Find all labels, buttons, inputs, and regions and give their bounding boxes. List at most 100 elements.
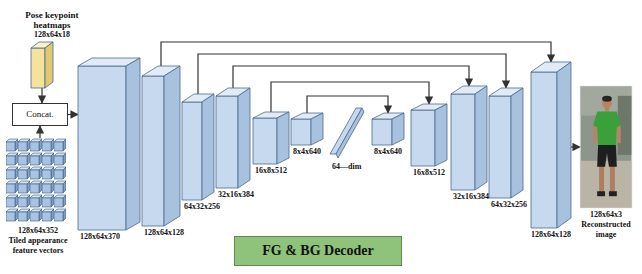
layer-block: 32x16x384: [451, 86, 487, 190]
dimension-label: 64x32x256: [491, 200, 527, 210]
label-group: 64x32x256: [491, 200, 527, 210]
block-side-face: [277, 112, 289, 164]
dimension-label: 8x4x640: [293, 147, 321, 157]
block-front-face: [182, 102, 202, 200]
concat-box: Concat.: [12, 103, 68, 126]
label-group: 32x16x384: [453, 192, 489, 202]
layer-block: 128x64x128: [142, 66, 180, 226]
layer-block-outline: [372, 113, 404, 145]
feature-grid-outline: [6, 138, 70, 224]
block-front-face: [291, 119, 311, 145]
output-image: 128x64x3Reconstructed image: [580, 86, 632, 208]
block-side-face: [238, 88, 250, 188]
layer-block: 32x16x384: [216, 88, 250, 188]
bar-front-face: [330, 108, 362, 154]
block-front-face: [142, 76, 164, 226]
decoder-title-box: FG & BG Decoder: [234, 236, 402, 266]
layer-block-outline: [451, 86, 487, 190]
label-group: 16x8x512: [413, 168, 445, 178]
dimension-label: 128x64x128: [531, 230, 571, 240]
block-front-face: [411, 110, 435, 166]
layer-block-outline: [253, 112, 289, 164]
block-front-face: [489, 96, 511, 198]
dimension-label: 64x32x256: [184, 202, 220, 212]
block-side-face: [311, 113, 323, 145]
layer-block: 128x64x128: [531, 62, 571, 228]
label-group: 64x32x256: [184, 202, 220, 212]
box-label: FG & BG Decoder: [262, 243, 374, 259]
layer-block-outline: [142, 66, 180, 226]
block-side-face: [435, 104, 447, 166]
block-side-face: [45, 42, 53, 88]
block-side-face: [557, 62, 571, 228]
dimension-label: 128x64x3: [574, 210, 638, 220]
label-group: 16x8x512: [255, 166, 287, 176]
layer-block: 16x8x512: [253, 112, 289, 164]
layer-block-outline: [182, 94, 214, 200]
flow-arrow: [41, 88, 42, 103]
block-side-face: [126, 58, 140, 230]
feature-cube-grid: [6, 138, 66, 222]
flow-arrow: [39, 126, 40, 138]
dimension-label: 16x8x512: [413, 168, 445, 178]
feature-grid: 128x64x352Tiled appearance feature vecto…: [6, 138, 70, 224]
photo-frame: [580, 86, 632, 208]
block-front-face: [253, 118, 277, 164]
label-group: 128x64x370: [80, 232, 120, 242]
layer-block: 8x4x640: [291, 113, 323, 145]
label-group: 8x4x640: [293, 147, 321, 157]
dimension-label: 128x64x352: [2, 226, 74, 236]
label-group: 64—dim: [332, 162, 361, 172]
bar-side-face: [336, 108, 364, 158]
heatmap-block-outline: [31, 42, 53, 88]
dimension-label: 64—dim: [332, 162, 361, 172]
layer-block-outline: [531, 62, 571, 228]
layer-block: 64x32x256: [489, 88, 523, 198]
layer-block: 16x8x512: [411, 104, 447, 166]
label-group: 128x64x352Tiled appearance feature vecto…: [2, 226, 74, 256]
heading-label: Pose keypoint heatmaps: [7, 10, 97, 30]
block-front-face: [531, 72, 557, 228]
block-side-face: [511, 88, 523, 198]
label-group: 128x64x3Reconstructed image: [574, 210, 638, 240]
layer-block: 8x4x640: [372, 113, 404, 145]
block-front-face: [216, 96, 238, 188]
block-side-face: [164, 66, 180, 226]
skip-connection: [233, 66, 469, 88]
block-front-face: [31, 48, 45, 88]
reconstructed-photo: [580, 86, 631, 208]
label-group: 32x16x384: [218, 190, 254, 200]
skip-connection: [271, 82, 429, 112]
dimension-label: 32x16x384: [453, 192, 489, 202]
flow-arrow: [571, 146, 580, 147]
layer-block-outline: [489, 88, 523, 198]
block-side-face: [392, 113, 404, 145]
dimension-label: 32x16x384: [218, 190, 254, 200]
block-side-face: [475, 86, 487, 190]
layer-block: 64x32x256: [182, 94, 214, 200]
block-side-face: [202, 94, 214, 200]
block-front-face: [451, 94, 475, 190]
dimension-label: 128x64x128: [144, 228, 184, 238]
dimension-label: 128x64x18: [7, 30, 97, 40]
dimension-label: 8x4x640: [374, 147, 402, 157]
box-label: Concat.: [26, 109, 54, 120]
skip-connection: [307, 96, 388, 113]
heatmap-block: Pose keypoint heatmaps128x64x18: [31, 42, 53, 88]
output-image-outline: [580, 86, 632, 208]
layer-block: 128x64x370: [78, 58, 140, 230]
dimension-label: Tiled appearance feature vectors: [2, 236, 74, 256]
embedding-bar-outline: [330, 104, 364, 160]
label-group: 128x64x128: [531, 230, 571, 240]
embedding-bar: 64—dim: [330, 104, 364, 160]
block-front-face: [78, 66, 126, 230]
layer-block-outline: [78, 58, 140, 230]
layer-block-outline: [411, 104, 447, 166]
dimension-label: 128x64x370: [80, 232, 120, 242]
dimension-label: Reconstructed image: [574, 220, 638, 240]
flow-arrow: [68, 114, 78, 115]
block-front-face: [372, 119, 392, 145]
layer-block-outline: [291, 113, 323, 145]
